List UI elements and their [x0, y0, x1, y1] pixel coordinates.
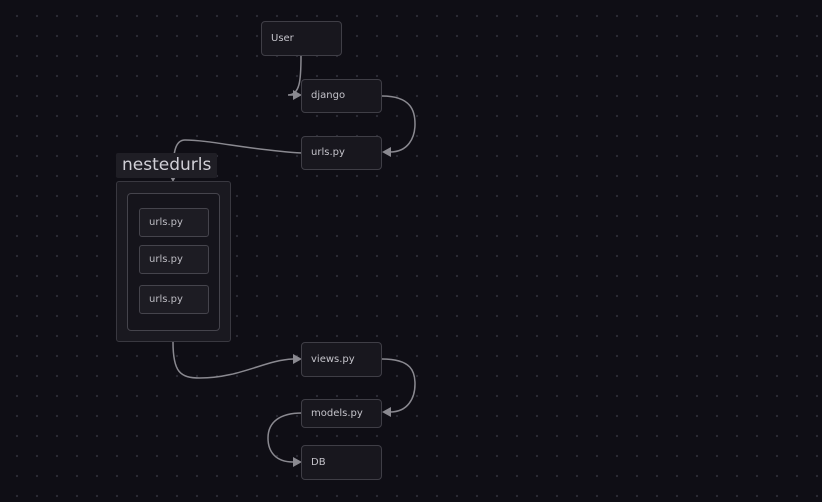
nested-urls-item[interactable]: urls.py	[139, 208, 209, 237]
edge-django-urls	[381, 95, 416, 153]
node-views-label: views.py	[311, 353, 355, 365]
group-label-nestedurls: nestedurls	[116, 153, 218, 178]
node-django[interactable]: django	[301, 79, 382, 113]
node-user[interactable]: User	[261, 21, 342, 56]
node-models-label: models.py	[311, 407, 363, 419]
arrowhead-models	[382, 407, 391, 417]
nested-urls-item[interactable]: urls.py	[139, 285, 209, 314]
node-urls-main[interactable]: urls.py	[301, 136, 382, 170]
group-nestedurls-inner: urls.py urls.py urls.py	[127, 193, 220, 331]
node-views[interactable]: views.py	[301, 342, 382, 377]
node-db-label: DB	[311, 456, 326, 468]
arrowhead-urls	[382, 147, 391, 157]
node-db[interactable]: DB	[301, 445, 382, 480]
node-user-label: User	[271, 32, 294, 44]
nested-urls-item-label: urls.py	[149, 293, 183, 305]
nested-urls-item-label: urls.py	[149, 253, 183, 265]
nested-urls-item[interactable]: urls.py	[139, 245, 209, 274]
edge-models-db	[267, 412, 303, 463]
nested-urls-item-label: urls.py	[149, 216, 183, 228]
node-django-label: django	[311, 90, 346, 101]
node-urls-main-label: urls.py	[311, 147, 345, 158]
edge-views-models	[381, 358, 416, 413]
node-models[interactable]: models.py	[301, 399, 382, 428]
group-nestedurls[interactable]: urls.py urls.py urls.py	[116, 181, 231, 342]
edge-user-django	[287, 55, 302, 96]
edge-nestedurls-views	[172, 341, 294, 379]
